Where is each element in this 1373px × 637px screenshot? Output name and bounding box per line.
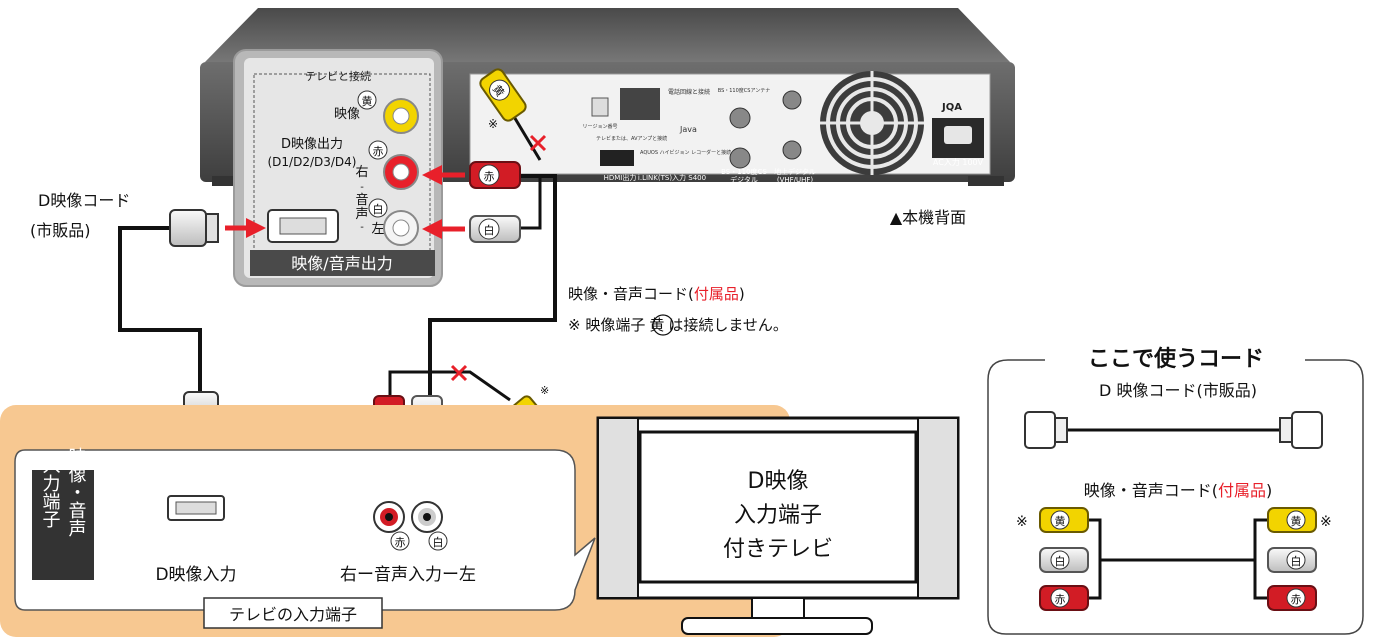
side-label-col1: 映像・音声 [66,447,87,537]
legend-badge-yellow-l: 黄 [1055,514,1066,528]
hdmi-label: HDMI出力 [604,173,637,182]
cable-legend: ここで使うコード D 映像コード(市販品) 映像・音声コード(付属品) 黄 白 … [987,347,1364,635]
legend-av-cable: 映像・音声コード(付属品) [1084,481,1273,500]
audio-label-1: 音 [355,192,368,208]
d-input-label: D映像入力 [155,565,236,585]
output-terminal-box: テレビと接続 映像/音声出力 映像 黄 D映像出力 (D1/D2/D3/D4) … [233,49,443,287]
bs-label-1: BS・110度CS [721,167,767,176]
ac-label: AC入力 100V [933,157,984,167]
bottom-label: テレビの入力端子 [229,605,357,624]
d-output-line2: (D1/D2/D3/D4) [268,155,357,169]
av-cable-label: 映像・音声コード(付属品) [568,285,745,303]
lan-port [620,88,660,120]
side-label-bg [32,470,94,580]
antenna-in-jack [729,107,751,129]
plug-badge-red: 赤 [484,170,495,183]
cooling-fan [820,71,924,175]
av-cable-note: ※ 映像端子黄は接続しません。 [568,316,788,334]
legend-av-cable-icon: 黄 白 赤 黄 白 赤 [1039,507,1317,611]
tv-line2: 入力端子 [734,503,822,528]
left-label: 左 [371,222,384,237]
badge-yellow: 黄 [362,94,373,108]
asterisk-bottom: ※ [540,384,549,397]
dash-2: - [360,222,364,233]
output-bar [250,250,435,276]
d-output-line1: D映像出力 [281,137,343,152]
plug-white-top: 白 [469,215,521,243]
audio-label-2: 声 [355,207,368,222]
region-label: リージョン番号 [583,123,618,130]
badge-red: 赤 [373,145,384,158]
legend-d-cable: D 映像コード(市販品) [1099,381,1257,400]
terrestrial-in-jack [782,90,802,110]
legend-badge-yellow-r: 黄 [1291,514,1302,528]
phone-label: 電話回線と接続 [668,88,710,96]
legend-badge-white-r: 白 [1291,554,1302,568]
connect-box-title: テレビと接続 [305,69,371,83]
hdmi-port [600,150,634,166]
plug-yellow-top: 黄 [479,68,527,122]
audio-input-label: 右ー音声入力ー左 [340,565,476,585]
tv-line3: 付きテレビ [723,537,833,562]
tv-badge-red: 赤 [395,536,406,549]
ilink-label: i.LINK(TS)入力 S400 [638,173,706,182]
aquos-label: AQUOS ハイビジョン レコーダーと接続 [640,149,731,156]
d-cable-label-2: (市販品) [30,221,91,240]
plug-badge-white: 白 [484,223,495,237]
d-cable-label-1: D映像コード [38,191,130,210]
bs-out-jack [729,147,751,169]
badge-white: 白 [373,202,384,216]
legend-badge-red-r: 赤 [1291,593,1302,606]
legend-title: ここで使うコード [1088,347,1264,372]
output-bar-label: 映像/音声出力 [291,254,392,273]
legend-badge-red-l: 赤 [1055,593,1066,606]
television: D映像 入力端子 付きテレビ [596,416,960,635]
tv-or-amp-label: テレビまたは、AVアンプと接続 [596,135,667,142]
terrestrial-label-2: (VHF/UHF) [777,176,814,184]
bs-label-2: デジタル [730,175,758,184]
input-terminal-panel [14,449,596,611]
tv-badge-white: 白 [433,535,444,549]
legend-badge-white-l: 白 [1055,554,1066,568]
asterisk-top: ※ [488,117,498,131]
legend-d-cable-icon [1024,411,1323,449]
antenna-label: BS・110度CSアンテナ [718,87,771,94]
back-caption: ▲本機背面 [890,208,966,227]
bottom-label-box [203,597,383,629]
video-label: 映像 [334,107,360,122]
plug-red-top: 赤 [469,161,521,189]
recorder-top [205,8,1010,62]
side-label-col2: 入力端子 [40,456,61,528]
dash-1: - [360,182,364,193]
legend-asterisk-right: ※ [1320,514,1332,530]
jqa-logo: JQA [941,102,962,113]
tv-input-panel: 映像・音声 入力端子 D映像入力 赤 白 右ー音声入力ー左 テレビの入力端子 [0,405,790,637]
java-logo: Java [679,125,697,134]
right-label: 右 [355,165,368,180]
legend-asterisk-left: ※ [1016,514,1028,530]
terrestrial-label-1: 地上デジタル [774,167,816,176]
terrestrial-out-jack [782,140,802,160]
tv-line1: D映像 [748,469,809,494]
